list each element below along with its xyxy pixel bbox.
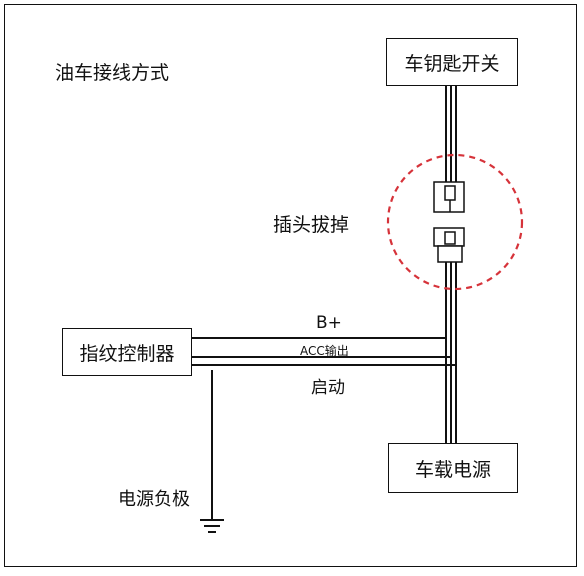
plug-connector-top-inner <box>444 185 456 201</box>
plug-connector-base <box>437 245 463 263</box>
plug-removed-label: 插头拔掉 <box>273 214 350 236</box>
start-label: 启动 <box>311 378 345 398</box>
power-box: 车载电源 <box>388 443 518 493</box>
diagram-frame <box>4 4 577 567</box>
plug-highlight-circle <box>386 153 524 291</box>
diagram-title: 油车接线方式 <box>55 62 170 84</box>
key-switch-box: 车钥匙开关 <box>386 38 518 86</box>
bplus-label: B+ <box>316 313 342 333</box>
acc-output-label: ACC输出 <box>300 344 349 358</box>
ground-label: 电源负极 <box>118 489 190 510</box>
controller-box: 指纹控制器 <box>62 328 192 376</box>
plug-connector-bottom-inner <box>444 231 456 245</box>
